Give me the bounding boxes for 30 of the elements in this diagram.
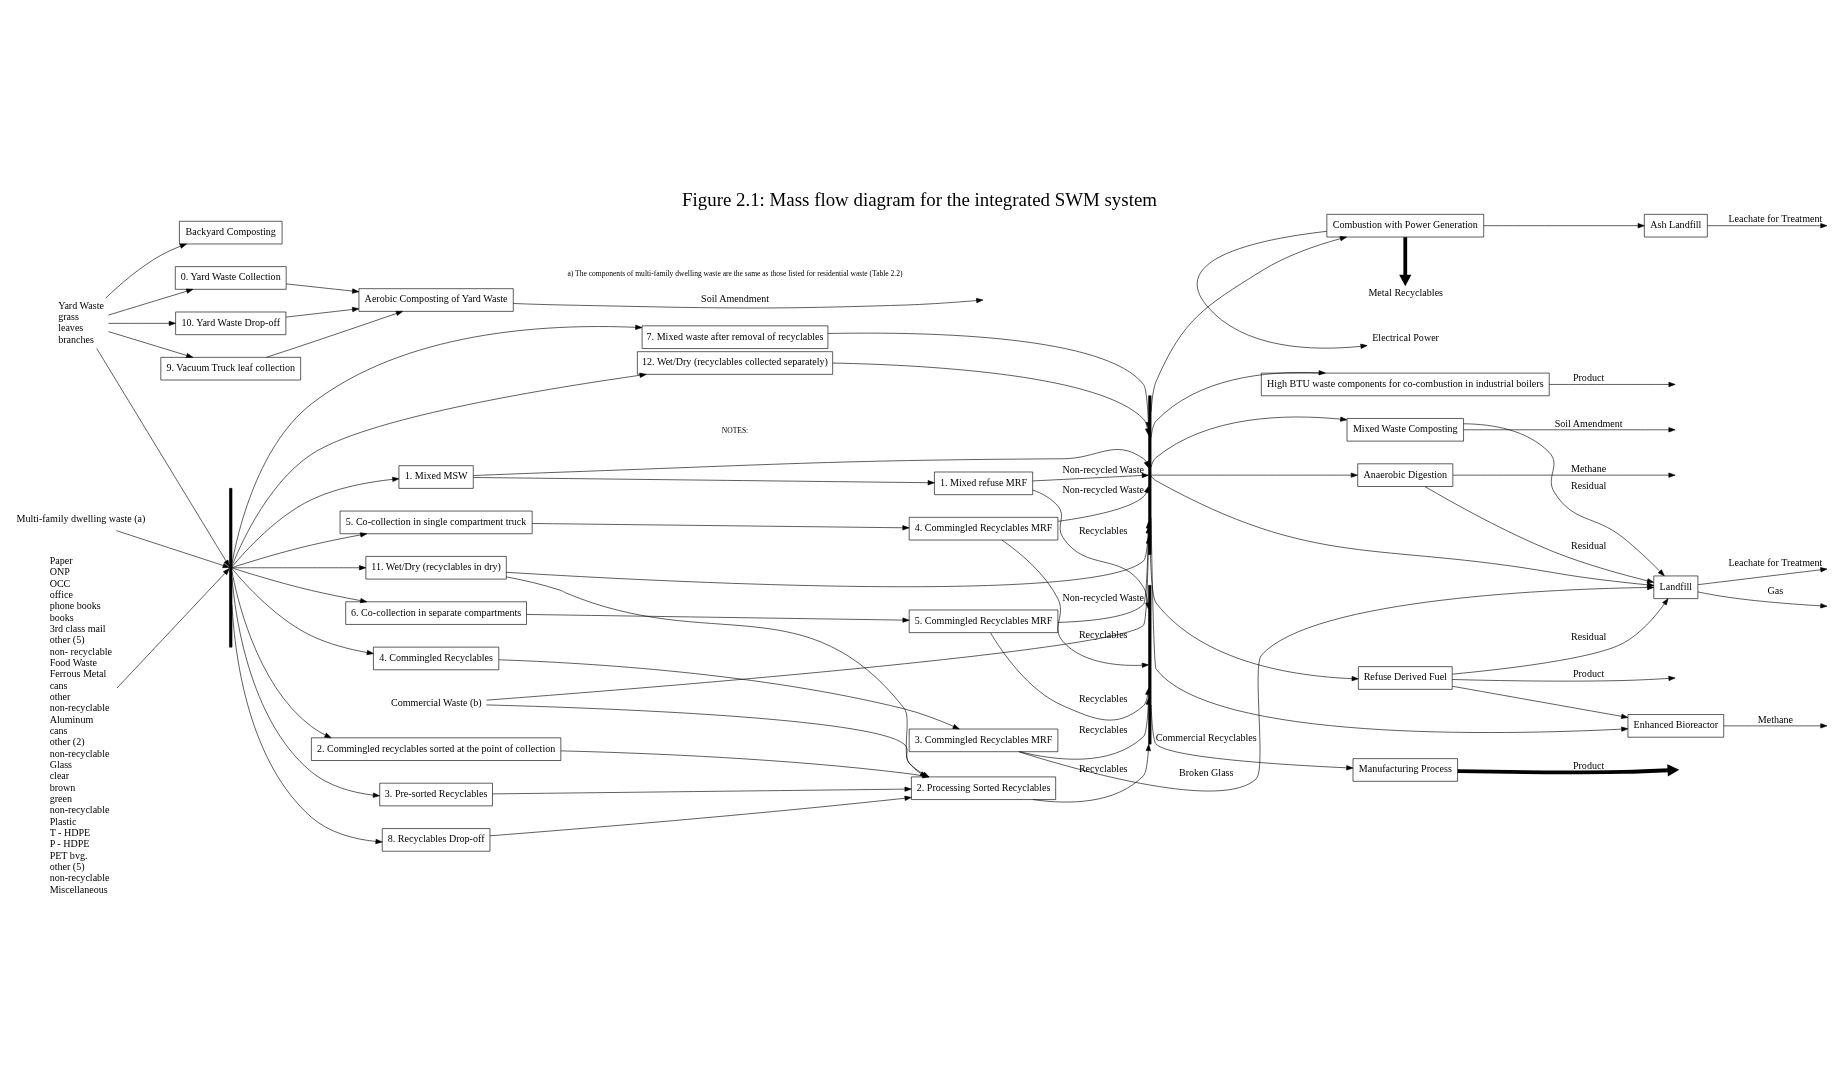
- edge-label: Recyclables: [1078, 692, 1128, 704]
- edge-label: Commercial Recyclables: [1155, 731, 1257, 743]
- edge-label: Product: [1572, 759, 1604, 771]
- edge-label: Methane: [1757, 713, 1793, 725]
- edge-label: Residual: [1570, 479, 1606, 491]
- edge-label: Residual: [1570, 630, 1606, 642]
- edge-label: Leachate for Treatment: [1727, 212, 1822, 224]
- edge-label: Methane: [1570, 462, 1606, 474]
- node-text: Yard Waste grass leaves branches: [57, 299, 104, 345]
- edge-label: Product: [1572, 371, 1604, 383]
- node-text: Electrical Power: [1371, 331, 1439, 343]
- edge-label: Broken Glass: [1178, 766, 1233, 778]
- edge-label: Non-recycled Waste: [1062, 463, 1144, 474]
- node-text: Multi-family dwelling waste (a): [16, 512, 145, 524]
- diagram-title: Figure 2.1: Mass flow diagram for the integrated SWM system: [681, 188, 1157, 210]
- edge-label: Non-recycled Waste: [1062, 591, 1144, 603]
- node-text: Metal Recyclables: [1367, 286, 1443, 298]
- edge-label: Recyclables: [1078, 723, 1128, 735]
- edge-label: Recyclables: [1078, 628, 1128, 640]
- edge-label: Gas: [1767, 584, 1783, 596]
- node-text: Commercial Waste (b): [390, 696, 482, 708]
- edge-label: Recyclables: [1078, 762, 1128, 774]
- edge-label: Leachate for Treatment: [1727, 556, 1822, 568]
- edge-label: Soil Amendment: [700, 292, 769, 304]
- edge-label: Soil Amendment: [1554, 417, 1623, 429]
- edge-label: Non-recycled Waste: [1062, 483, 1144, 495]
- node-text: Paper ONP OCC office phone books books 3rd class mail other (5) non- recyclable Food Waste Ferrous Metal cans other non-recyclable Aluminum cans other (2) non-recyclable Glass clear brown green non-recyclable Plastic T - HDPE P - HDPE PET bvg. other (5) non-recyclable Miscellaneous: [49, 554, 112, 895]
- edge-label: Residual: [1570, 539, 1606, 551]
- edge-label: Product: [1572, 667, 1604, 679]
- edge-label: Recyclables: [1078, 524, 1128, 536]
